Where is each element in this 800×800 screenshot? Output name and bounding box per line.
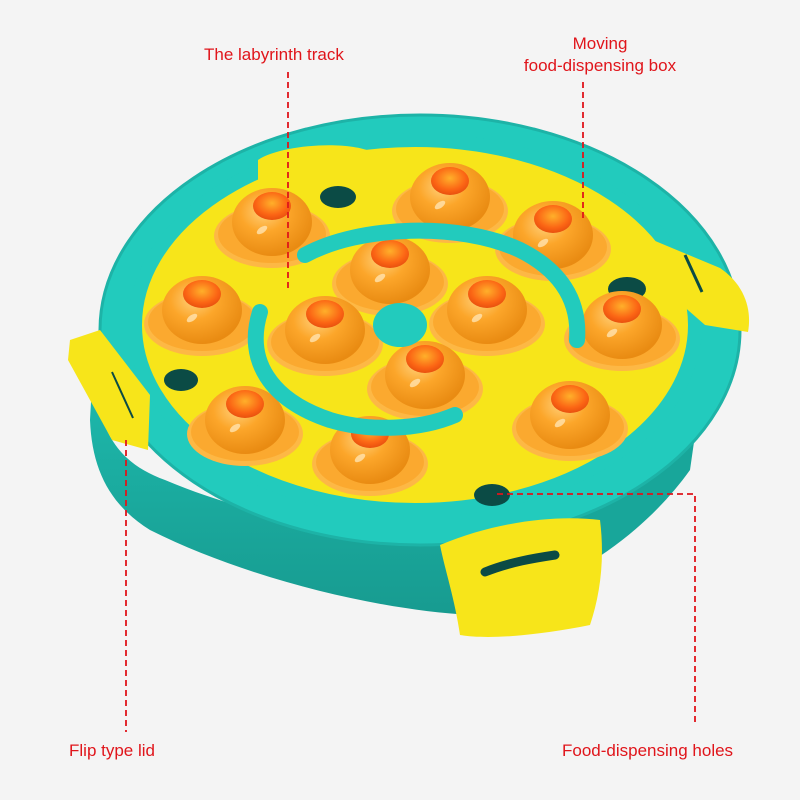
labyrinth-track [247, 222, 586, 436]
front-flip-lid [440, 518, 602, 637]
callout-line-holes [497, 493, 696, 725]
callout-lines [125, 72, 696, 732]
callout-flip-lid: Flip type lid [69, 741, 155, 760]
labyrinth-center-disc [373, 303, 427, 347]
flip-type-lids [68, 145, 750, 637]
callout-moving-box-line2: food-dispensing box [523, 56, 677, 75]
callout-moving-box: Moving food-dispensing box [520, 33, 680, 77]
callout-labyrinth-track: The labyrinth track [204, 45, 344, 64]
labyrinth-outer-ring [128, 133, 702, 517]
callout-dispensing-holes: Food-dispensing holes [562, 741, 734, 760]
callout-moving-box-line1: Moving [572, 34, 628, 53]
